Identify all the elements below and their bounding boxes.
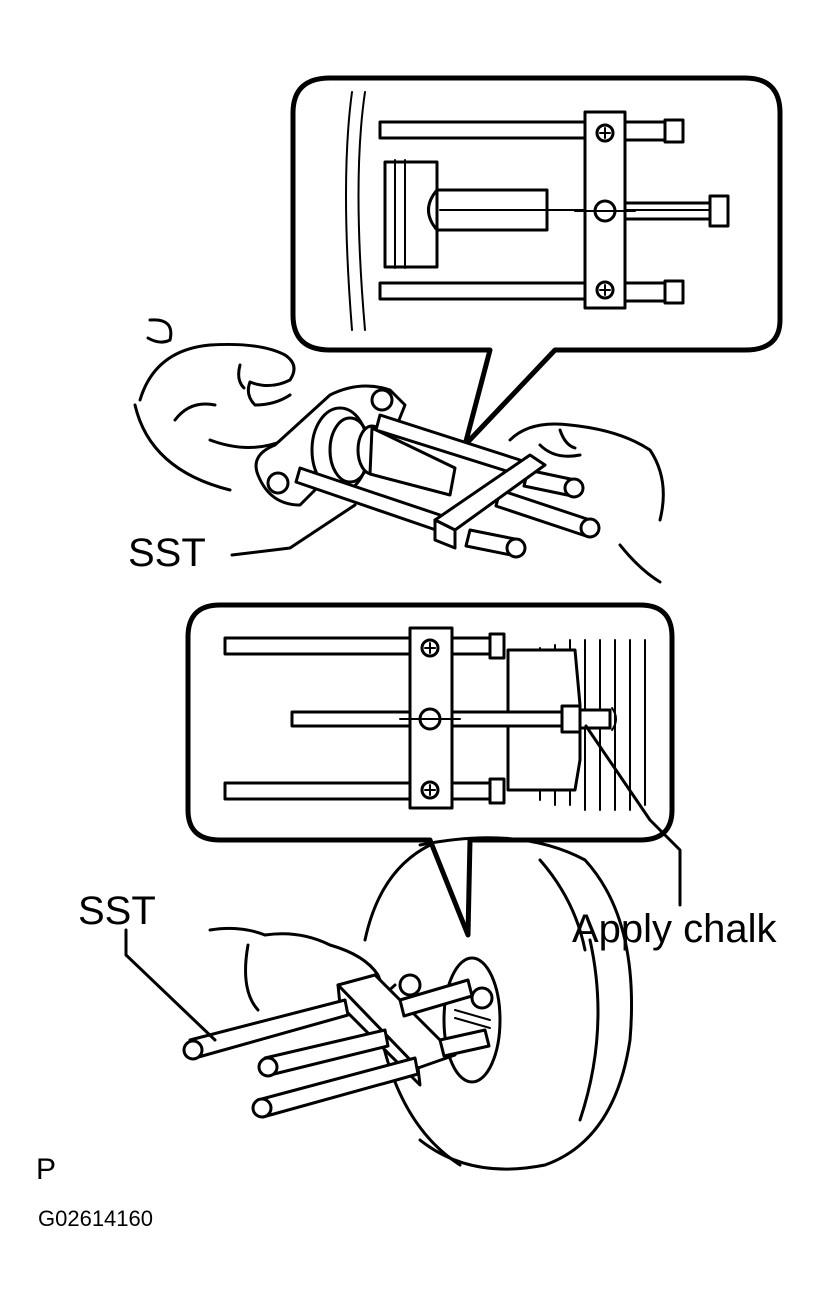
callout-bottom bbox=[185, 602, 682, 938]
main-view-top bbox=[133, 318, 665, 584]
sst-label-top: SST bbox=[128, 531, 206, 575]
apply-chalk-label: Apply chalk bbox=[572, 907, 777, 951]
view-code-label: P bbox=[36, 1153, 57, 1186]
main-view-bottom bbox=[124, 836, 634, 1171]
figure-id-label: G02614160 bbox=[38, 1206, 153, 1231]
sst-label-bottom: SST bbox=[78, 889, 156, 933]
callout-top bbox=[290, 75, 783, 448]
yoke-detail-top bbox=[574, 110, 636, 310]
rods-detail-top bbox=[378, 118, 730, 305]
